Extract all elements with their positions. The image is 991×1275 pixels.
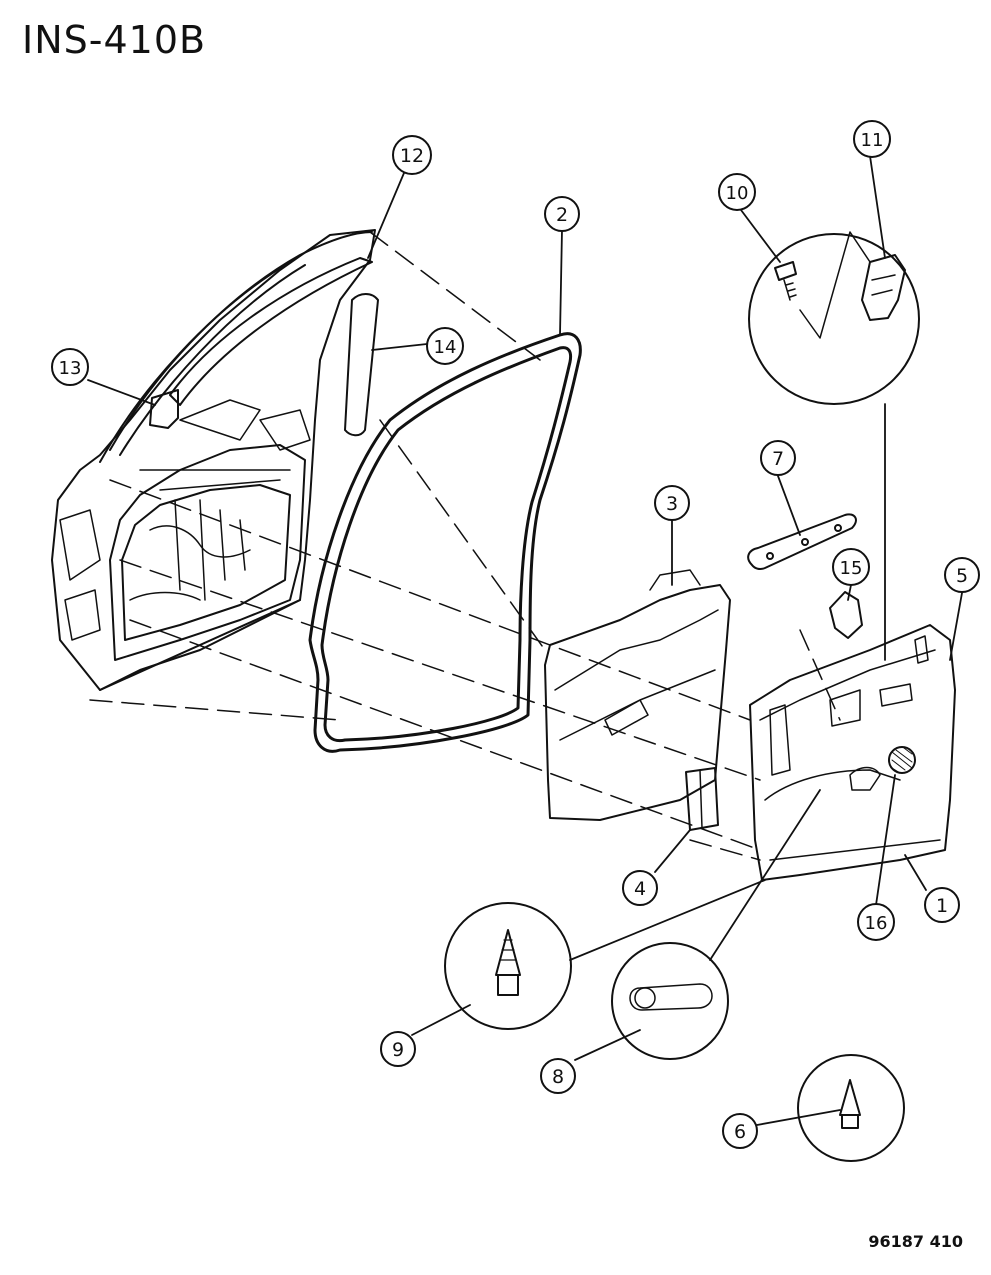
alignment-lines	[89, 231, 841, 861]
detail-circle-9	[444, 902, 572, 1030]
callout-11: 11	[853, 120, 891, 158]
callout-16-label: 16	[865, 913, 888, 934]
callout-5: 5	[944, 557, 980, 593]
part-13-bracket	[149, 389, 179, 429]
detail-circle-8	[611, 942, 729, 1060]
callout-16: 16	[857, 903, 895, 941]
diagram-title: INS-410B	[22, 18, 207, 62]
callout-8-label: 8	[552, 1066, 564, 1088]
callout-6: 6	[722, 1113, 758, 1149]
callout-3-label: 3	[666, 493, 678, 515]
part-2-weatherstrip	[308, 332, 582, 753]
detail-circle-top	[748, 231, 920, 405]
callout-12-label: 12	[400, 145, 424, 167]
callout-3: 3	[654, 485, 690, 521]
callouts: 12 2 10 11 14 13	[51, 120, 980, 1149]
part-1-trim-panel	[749, 624, 956, 881]
callout-10-label: 10	[726, 183, 749, 204]
callout-11-label: 11	[861, 130, 884, 151]
callout-15-label: 15	[840, 558, 863, 579]
part-15-bracket	[829, 591, 863, 639]
callout-13: 13	[51, 348, 89, 386]
part-3-watershield	[544, 569, 731, 821]
diagram-code: 96187 410	[868, 1232, 963, 1251]
callout-12: 12	[392, 135, 432, 175]
callout-9-label: 9	[392, 1039, 404, 1061]
callout-2-label: 2	[556, 204, 568, 226]
callout-14: 14	[426, 327, 464, 365]
part-4-clip	[685, 767, 719, 831]
leader-lines	[87, 155, 963, 1126]
callout-10: 10	[718, 173, 756, 211]
callout-2: 2	[544, 196, 580, 232]
callout-13-label: 13	[59, 358, 82, 379]
callout-4-label: 4	[634, 878, 646, 900]
callout-5-label: 5	[956, 565, 968, 587]
part-14-pillar-seal	[344, 293, 379, 437]
callout-4: 4	[622, 870, 658, 906]
callout-14-label: 14	[434, 337, 457, 358]
callout-8: 8	[540, 1058, 576, 1094]
door-shell	[51, 229, 376, 691]
callout-7-label: 7	[772, 448, 784, 470]
part-7-bezel	[747, 513, 857, 570]
callout-6-label: 6	[734, 1121, 746, 1143]
detail-circle-6	[797, 1054, 905, 1162]
callout-1: 1	[924, 887, 960, 923]
callout-7: 7	[760, 440, 796, 476]
callout-9: 9	[380, 1031, 416, 1067]
callout-1-label: 1	[936, 895, 948, 917]
part-12-run-channel	[169, 257, 373, 406]
callout-15: 15	[832, 548, 870, 586]
